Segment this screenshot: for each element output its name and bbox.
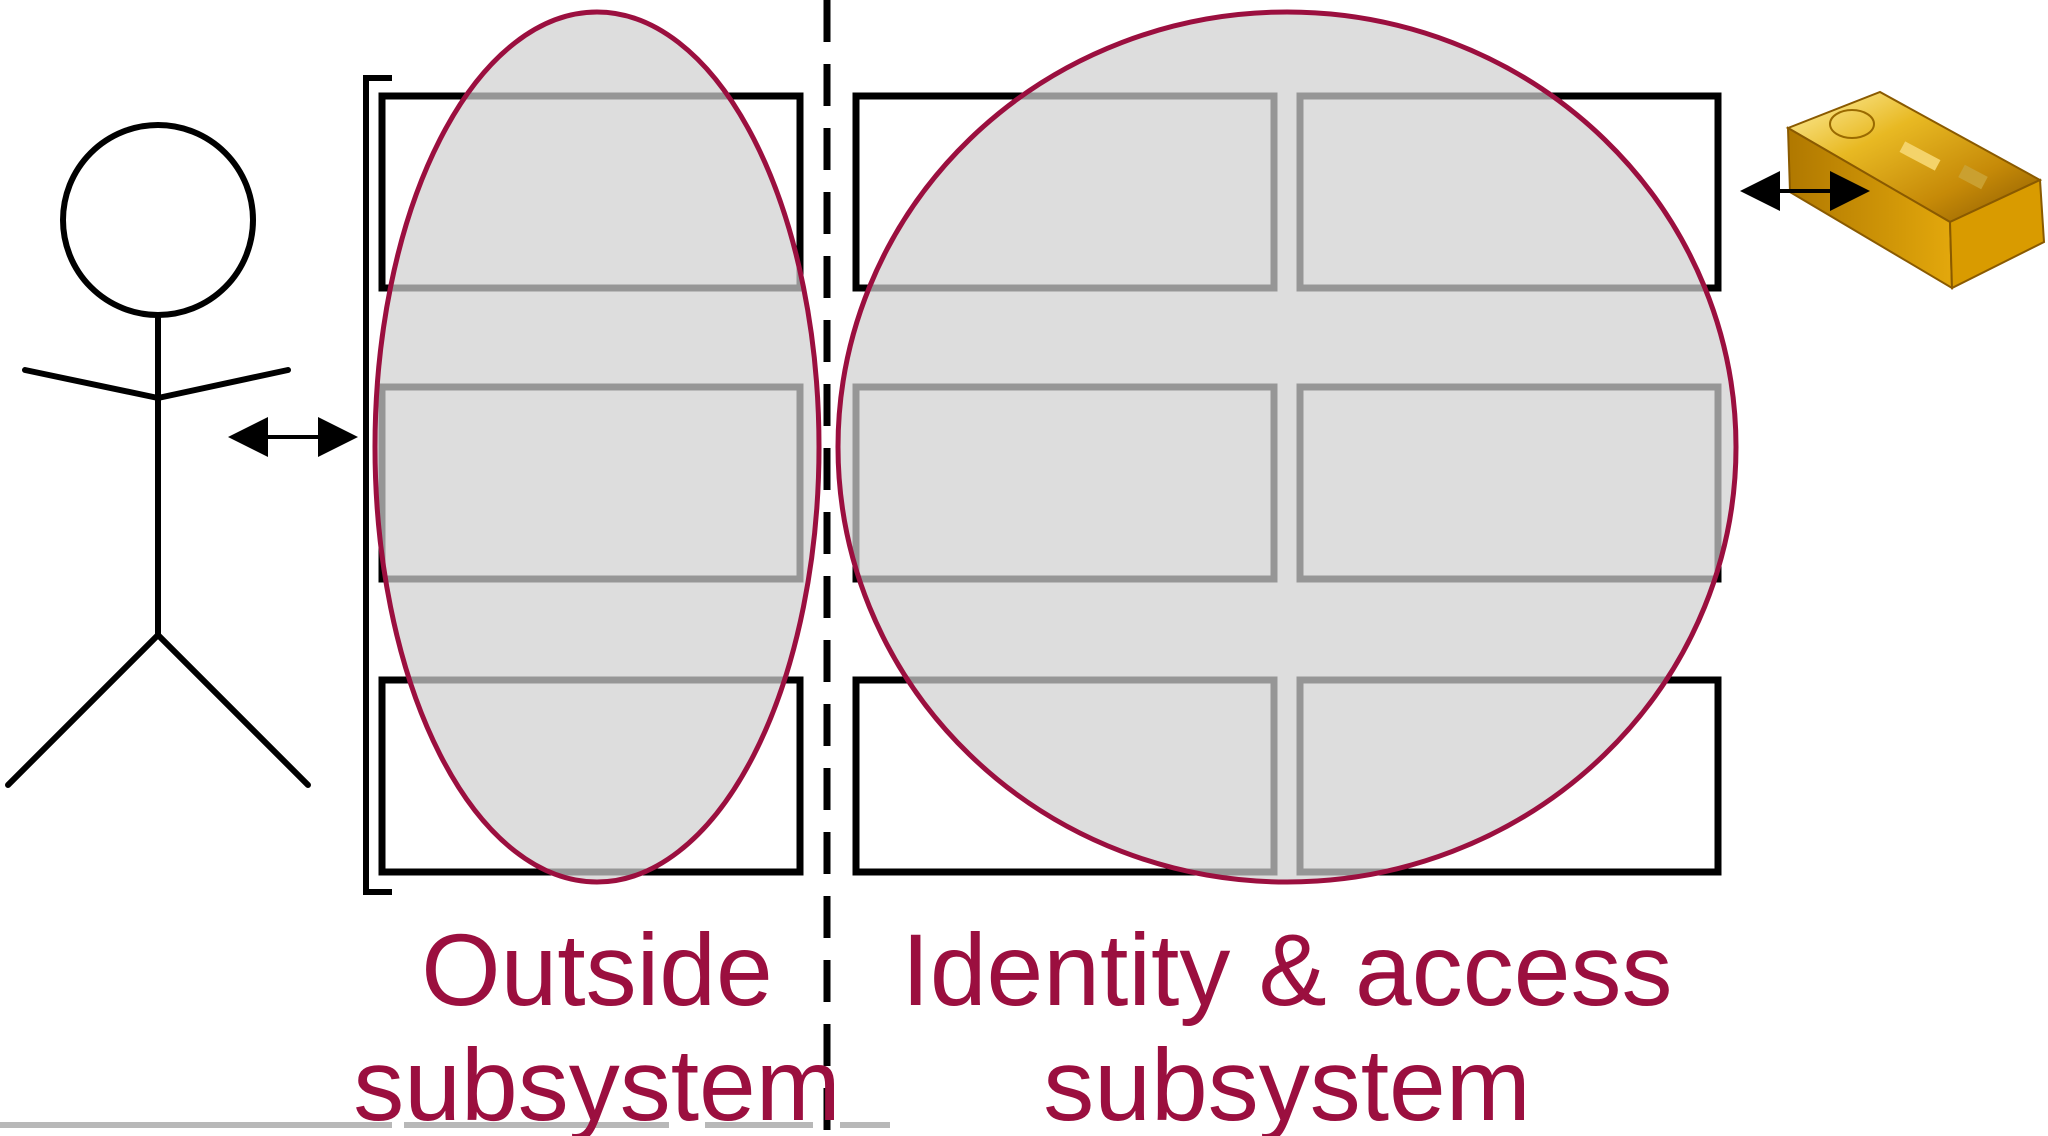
outside-subsystem-ellipse xyxy=(372,9,822,885)
outside-caption: Outside subsystem xyxy=(353,913,841,1136)
identity-caption: Identity & access subsystem xyxy=(901,913,1672,1136)
gold-bar-icon xyxy=(1785,90,2046,290)
stick-figure-icon xyxy=(5,122,311,788)
outside-bracket xyxy=(363,75,392,895)
identity-subsystem-circle xyxy=(835,9,1739,885)
identity-caption-line1: Identity & access xyxy=(901,913,1672,1027)
identity-caption-line2: subsystem xyxy=(1043,1028,1531,1136)
outside-caption-line1: Outside xyxy=(421,913,773,1027)
outside-caption-line2: subsystem xyxy=(353,1028,841,1136)
bottom-divider xyxy=(0,1122,890,1128)
